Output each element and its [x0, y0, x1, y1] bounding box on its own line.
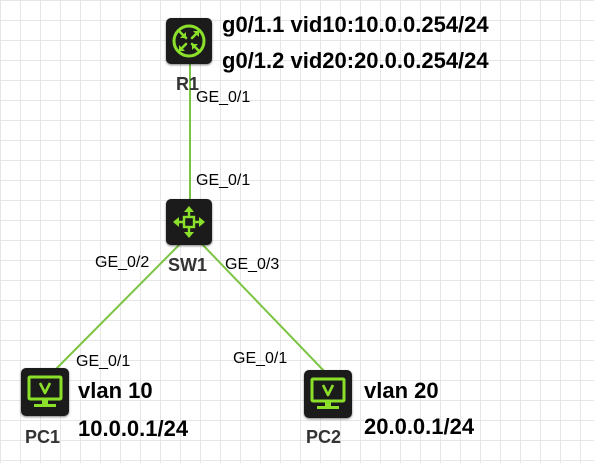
router-icon: [172, 24, 206, 58]
pc-icon: [310, 377, 346, 409]
pc1-vlan: vlan 10: [78, 378, 153, 403]
router-r1[interactable]: [166, 18, 212, 64]
switch-icon: [173, 206, 205, 238]
port-label-r1-ge0-1: GE_0/1: [196, 89, 251, 106]
pc2-name: PC2: [306, 427, 342, 447]
port-label-pc1-ge0-1: GE_0/1: [76, 353, 131, 370]
router-name: R1: [176, 74, 200, 94]
port-label-pc2-ge0-1: GE_0/1: [233, 350, 288, 367]
router-subinterface-1: g0/1.1 vid10:10.0.0.254/24: [222, 12, 489, 37]
pc-pc1[interactable]: [21, 368, 69, 416]
switch-sw1[interactable]: [166, 199, 212, 245]
router-subinterface-2: g0/1.2 vid20:20.0.0.254/24: [222, 48, 489, 73]
port-label-sw1-ge0-2: GE_0/2: [95, 254, 150, 271]
link-sw1-pc2[interactable]: [199, 241, 326, 373]
pc-pc2[interactable]: [304, 370, 352, 418]
pc2-vlan: vlan 20: [364, 378, 439, 403]
port-label-sw1-ge0-3: GE_0/3: [225, 256, 280, 273]
port-label-sw1-ge0-1: GE_0/1: [196, 172, 251, 189]
switch-name: SW1: [168, 255, 208, 275]
link-sw1-pc1[interactable]: [54, 241, 183, 371]
pc2-ip: 20.0.0.1/24: [364, 414, 475, 439]
pc1-ip: 10.0.0.1/24: [78, 416, 189, 441]
pc1-name: PC1: [25, 427, 61, 447]
pc-icon: [27, 375, 63, 407]
